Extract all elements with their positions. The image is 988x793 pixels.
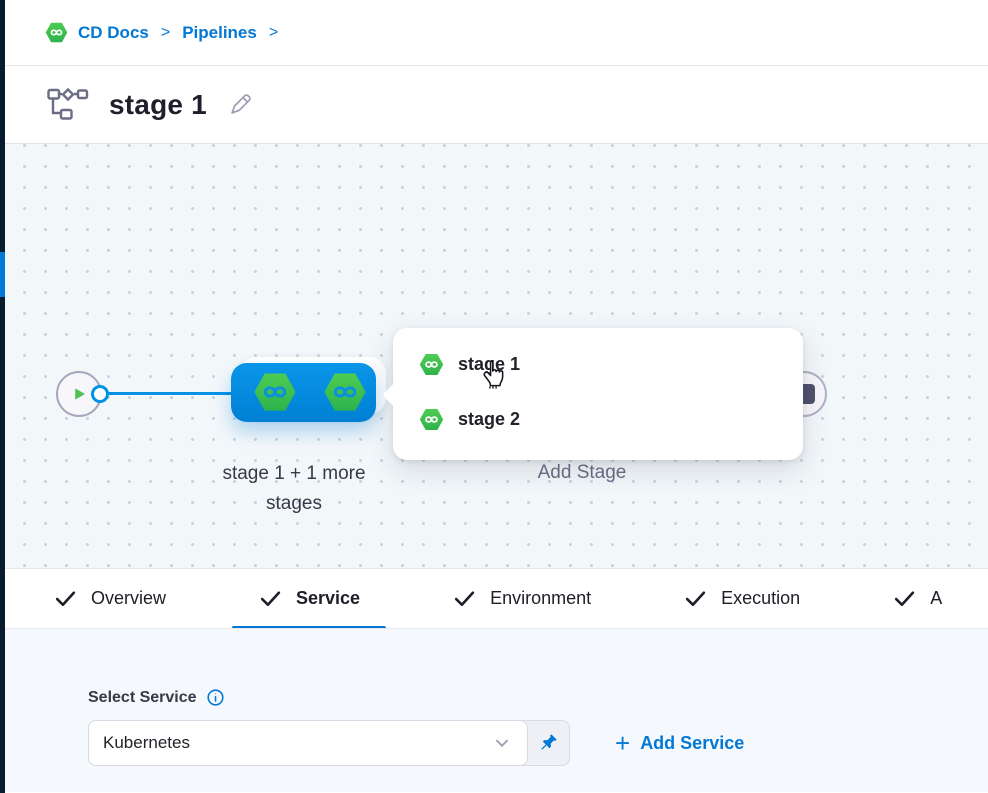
side-nav-active-indicator (0, 252, 5, 297)
tab-service[interactable]: Service (232, 569, 387, 628)
select-service-label: Select Service (88, 688, 197, 706)
service-tab-panel: Select Service Kubernetes (5, 629, 988, 792)
edit-pencil-icon[interactable] (227, 91, 254, 118)
check-icon (686, 591, 706, 607)
check-icon (55, 591, 76, 607)
cd-module-icon (45, 21, 68, 44)
plus-icon: + (615, 728, 631, 758)
stage-menu-item[interactable]: stage 2 (419, 405, 777, 434)
app-window: CD Docs > Pipelines > stage 1 (5, 0, 988, 793)
pipeline-edge (102, 392, 233, 395)
tab-execution[interactable]: Execution (657, 569, 826, 628)
page-title: stage 1 (109, 88, 207, 120)
cd-stage-icon (253, 370, 297, 414)
cd-stage-icon (419, 407, 444, 432)
pin-service-button[interactable] (527, 721, 569, 765)
popup-tail (382, 382, 408, 408)
stage-list-popup: stage 1 stage 2 (382, 328, 803, 460)
pin-icon (541, 734, 557, 750)
chevron-down-icon (491, 732, 513, 754)
check-icon (454, 591, 475, 607)
stage-menu-item[interactable]: stage 1 (419, 350, 777, 379)
breadcrumb: CD Docs > Pipelines > (5, 0, 988, 66)
breadcrumb-separator: > (268, 23, 279, 41)
breadcrumb-link-pipelines[interactable]: Pipelines (182, 22, 257, 42)
tab-environment[interactable]: Environment (426, 569, 617, 628)
cd-stage-icon (419, 352, 444, 377)
check-icon (260, 591, 281, 607)
pipeline-icon (47, 87, 89, 122)
play-icon (75, 388, 85, 400)
tab-overview[interactable]: Overview (27, 569, 192, 628)
service-select-value: Kubernetes (103, 733, 190, 752)
service-select[interactable]: Kubernetes (88, 720, 528, 766)
add-service-button[interactable]: + Add Service (615, 728, 745, 758)
cd-stage-icon (323, 370, 367, 414)
pipeline-title-bar: stage 1 (5, 66, 988, 144)
stage-group-node[interactable] (231, 363, 376, 422)
service-select-group: Kubernetes (88, 720, 570, 766)
breadcrumb-link-cd-docs[interactable]: CD Docs (78, 22, 149, 42)
tab-advanced-clipped[interactable]: A (866, 569, 968, 628)
collapsed-side-nav[interactable] (0, 0, 5, 793)
edge-connector-ring[interactable] (91, 385, 109, 403)
add-stage-button[interactable]: Add Stage (537, 462, 627, 483)
breadcrumb-separator: > (160, 23, 171, 41)
info-icon[interactable] (206, 688, 225, 707)
stage-tabs: Overview Service Environment Execution A (5, 568, 988, 629)
pipeline-canvas[interactable]: stage 1 + 1 more stages Add Stage stage … (5, 144, 988, 568)
check-icon (895, 591, 915, 607)
stage-group-label: stage 1 + 1 more stages (222, 463, 366, 514)
